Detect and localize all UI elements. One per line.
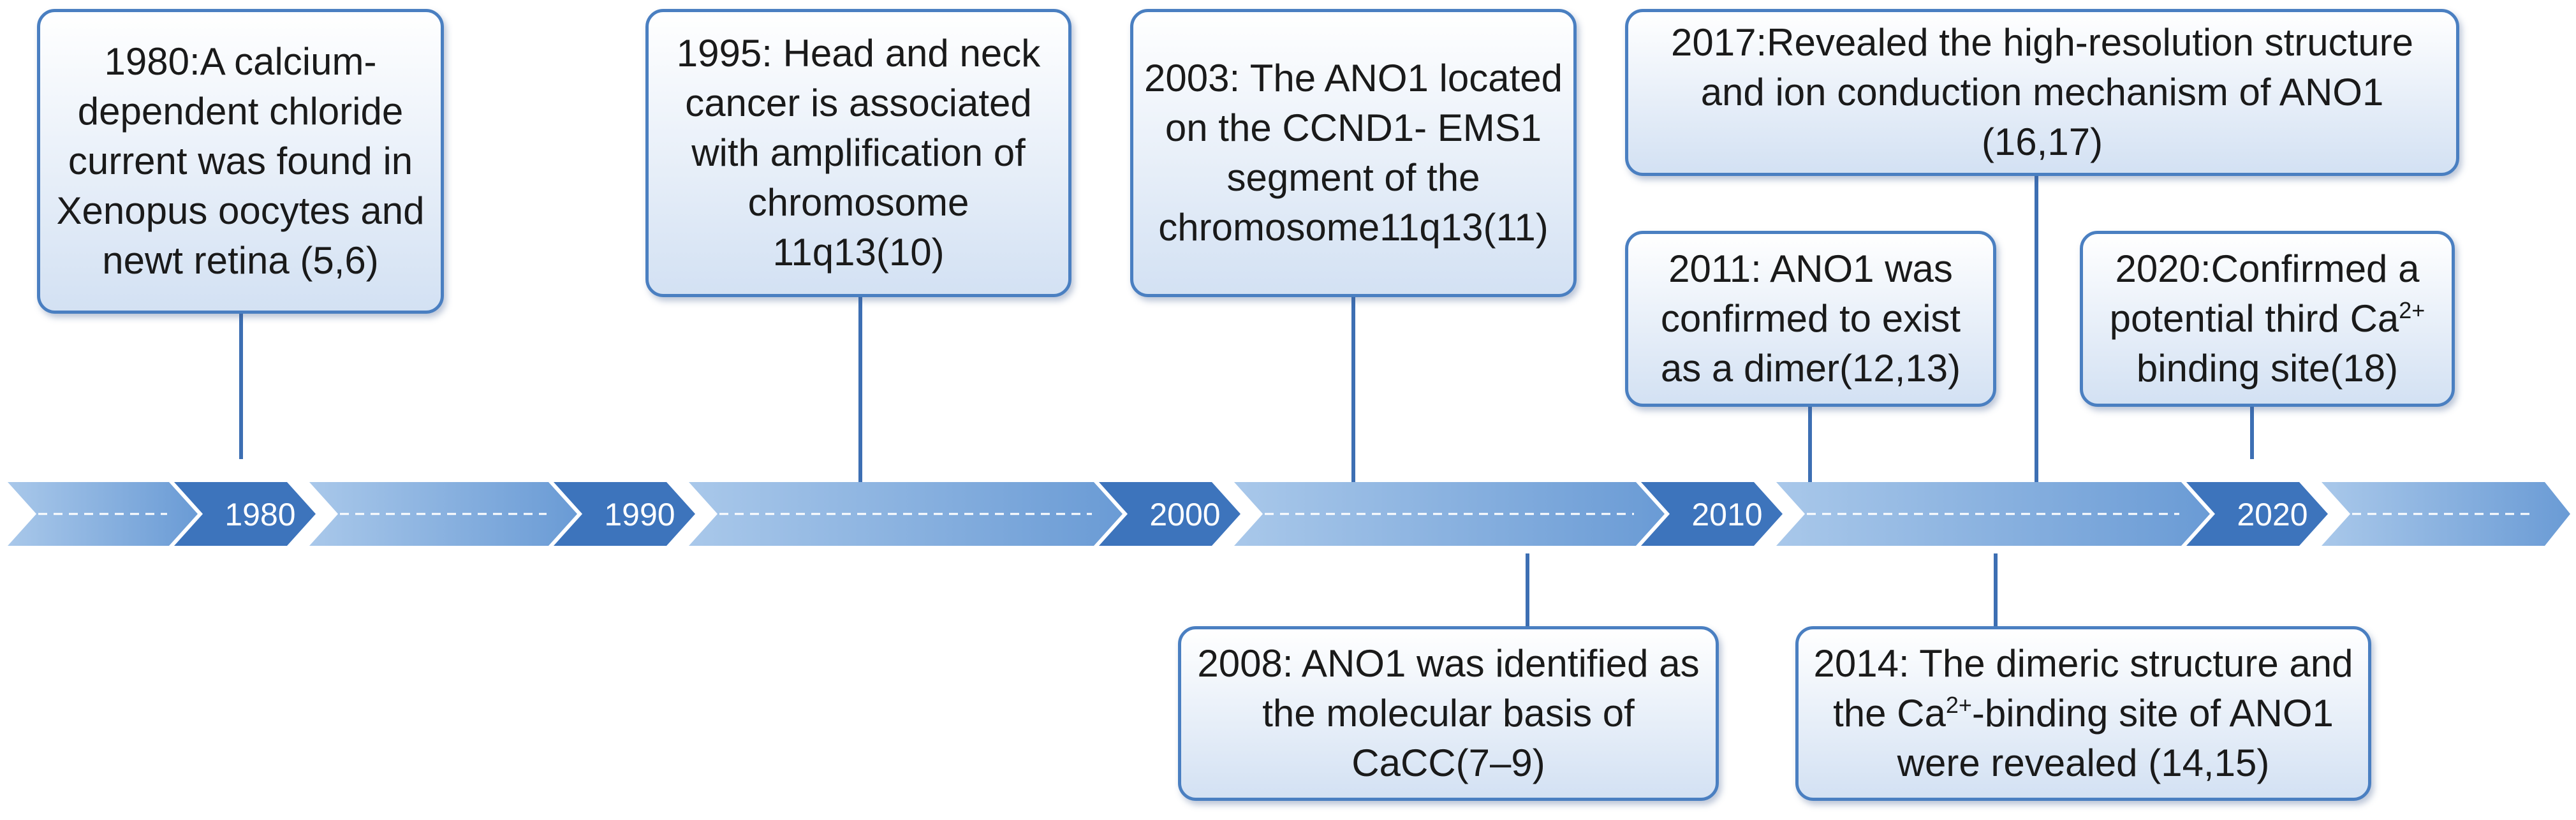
event-text-2020-superscript: 2+	[2399, 297, 2425, 323]
year-chevron-1980	[174, 482, 316, 546]
year-label-1990: 1990	[604, 497, 675, 532]
event-box-1980: 1980:A calcium-dependent chloride curren…	[37, 9, 444, 314]
event-text-2011: 2011: ANO1 was confirmed to exist as a d…	[1660, 247, 1961, 390]
year-label-2000: 2000	[1149, 497, 1220, 532]
event-box-2017: 2017:Revealed the high-resolution struct…	[1625, 9, 2459, 176]
event-text-2014: 2014: The dimeric structure and the Ca2+…	[1807, 639, 2359, 788]
event-box-2008: 2008: ANO1 was identified as the molecul…	[1178, 626, 1719, 801]
event-text-1995: 1995: Head and neck cancer is associated…	[676, 32, 1041, 274]
event-text-2020-tail: binding site(18)	[2136, 347, 2399, 390]
event-text-2017: 2017:Revealed the high-resolution struct…	[1670, 21, 2414, 163]
year-label-2020: 2020	[2237, 497, 2307, 532]
event-box-2020: 2020:Confirmed a potential third Ca2+ bi…	[2080, 231, 2455, 407]
band-segment-2	[309, 482, 577, 546]
year-chevron-2010	[1641, 482, 1783, 546]
event-text-2020-main: 2020:Confirmed a potential third Ca	[2109, 247, 2420, 340]
event-box-2014: 2014: The dimeric structure and the Ca2+…	[1795, 626, 2371, 801]
event-box-1995: 1995: Head and neck cancer is associated…	[645, 9, 1071, 297]
event-text-2014-tail: -binding site of ANO1 were revealed (14,…	[1897, 692, 2334, 784]
year-chevron-2000	[1099, 482, 1240, 546]
event-box-2003: 2003: The ANO1 located on the CCND1- EMS…	[1130, 9, 1577, 297]
event-text-1980: 1980:A calcium-dependent chloride curren…	[56, 40, 425, 282]
event-text-2020: 2020:Confirmed a potential third Ca2+ bi…	[2092, 244, 2443, 393]
event-text-2003: 2003: The ANO1 located on the CCND1- EMS…	[1144, 57, 1563, 249]
year-chevron-2020	[2186, 482, 2328, 546]
event-text-2008: 2008: ANO1 was identified as the molecul…	[1197, 642, 1700, 784]
event-box-2011: 2011: ANO1 was confirmed to exist as a d…	[1625, 231, 1996, 407]
event-text-2014-superscript: 2+	[1945, 692, 1972, 718]
year-chevron-1990	[554, 482, 695, 546]
year-label-2010: 2010	[1691, 497, 1762, 532]
year-label-1980: 1980	[224, 497, 295, 532]
event-text-2014-main: 2014: The dimeric structure and the Ca	[1813, 642, 2353, 735]
